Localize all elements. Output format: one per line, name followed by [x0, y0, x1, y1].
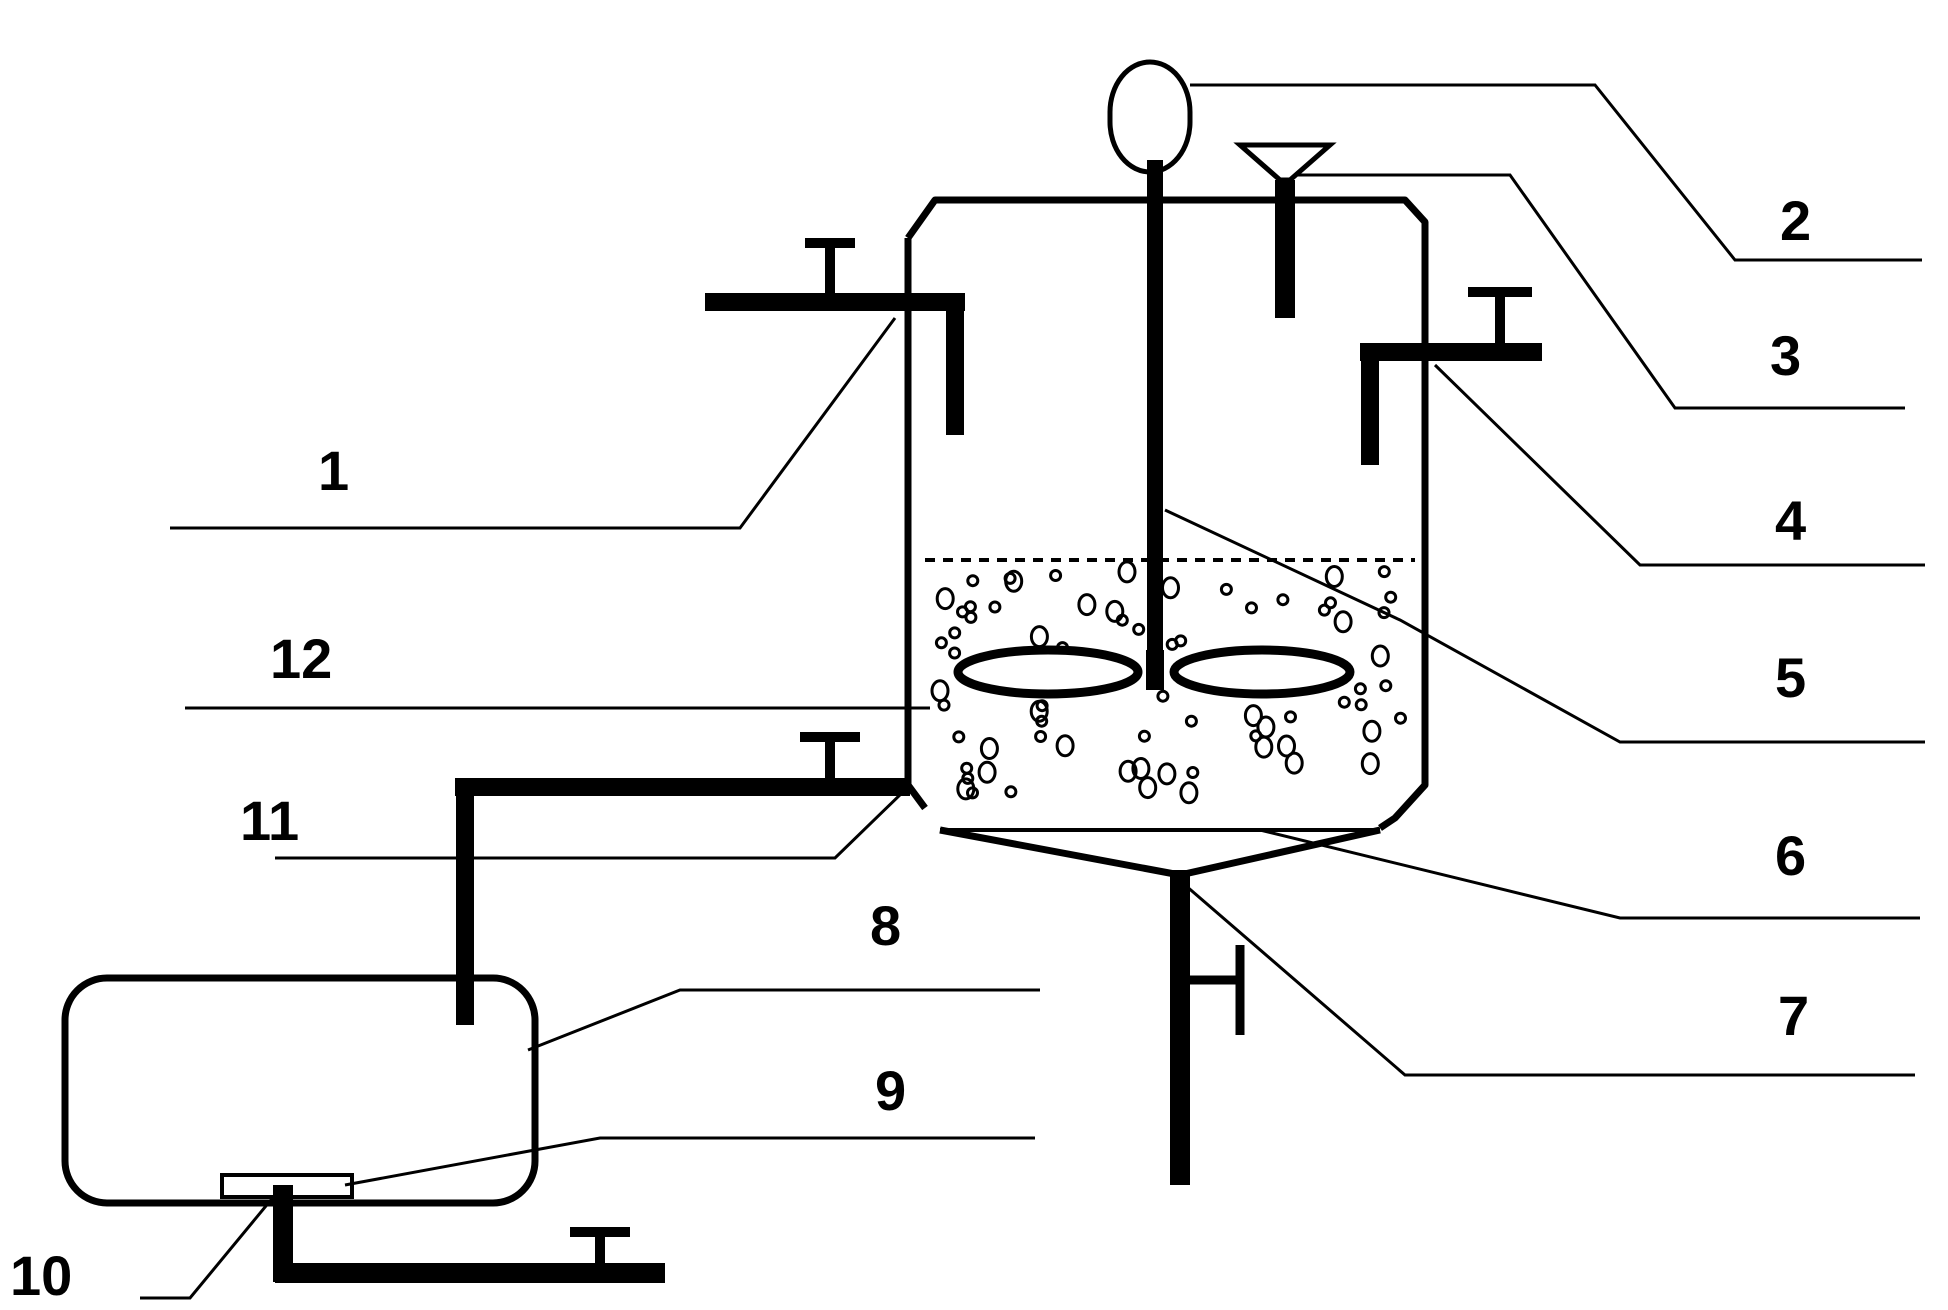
bubble [1277, 734, 1296, 758]
bubble [1161, 576, 1180, 600]
bubble [1219, 582, 1233, 596]
bubble [1118, 759, 1138, 783]
bubble [937, 698, 951, 712]
bubble [964, 610, 978, 624]
bubble [1284, 710, 1297, 724]
label-1: 1 [318, 439, 349, 502]
bubble [1362, 719, 1382, 743]
bubble [1337, 695, 1351, 709]
bubble [948, 626, 962, 640]
label-6: 6 [1775, 824, 1806, 887]
impeller-blade-left [953, 645, 1143, 699]
bubble [952, 730, 966, 744]
bubble [1034, 730, 1048, 743]
bubble [988, 600, 1002, 614]
bubble [934, 636, 948, 650]
bubble [1117, 560, 1137, 584]
bubble [1254, 735, 1274, 759]
bubble [1077, 593, 1097, 617]
label-8: 8 [870, 894, 901, 957]
left-inlet-pipe [705, 238, 965, 435]
bubble [1324, 565, 1344, 588]
bubble [1354, 698, 1368, 712]
bubble [1029, 699, 1049, 723]
label-9: 9 [875, 1059, 906, 1122]
bubble [963, 600, 977, 614]
label-12: 12 [270, 627, 332, 690]
label-11: 11 [240, 789, 299, 852]
bubble [935, 587, 955, 611]
bubble [1105, 599, 1125, 623]
bubble [1256, 715, 1276, 739]
bubble [1138, 776, 1158, 800]
bubble [1156, 689, 1170, 703]
bubble [966, 574, 980, 588]
bubble [1003, 571, 1017, 585]
label-4: 4 [1775, 489, 1806, 552]
bubble [979, 737, 999, 760]
receiving-tank [61, 974, 665, 1283]
label-5: 5 [1775, 646, 1806, 709]
bubble [1243, 704, 1263, 728]
reactor-vessel [904, 196, 1429, 879]
bubble [1379, 679, 1393, 693]
label-3: 3 [1770, 324, 1801, 387]
motor-icon [1107, 59, 1193, 175]
bubble [1360, 752, 1380, 776]
label-10: 10 [10, 1244, 72, 1307]
bubble [930, 679, 950, 703]
impeller-blade-right [1169, 645, 1355, 699]
leader-lines [140, 83, 1925, 1300]
bubble [956, 777, 976, 801]
bubble [1353, 682, 1367, 696]
bubble [1165, 637, 1179, 651]
agitator [953, 59, 1355, 699]
bubble [1131, 757, 1151, 780]
bubble [1284, 751, 1304, 775]
right-inlet-pipe [1360, 287, 1542, 465]
bubble [1157, 762, 1177, 786]
bubble [1370, 644, 1390, 668]
bottom-outlet-pipe [1170, 870, 1245, 1185]
part-labels: 1 2 3 4 5 6 7 8 9 10 11 12 [10, 189, 1811, 1307]
bubble [1317, 603, 1331, 617]
bubble [1132, 622, 1146, 636]
bubble [1186, 766, 1200, 779]
bubble [1115, 613, 1129, 627]
bubble [1394, 711, 1407, 725]
bubble [1384, 590, 1398, 604]
transfer-pipe [455, 732, 910, 1025]
feed-funnel [1233, 142, 1337, 318]
bubble [1324, 596, 1337, 610]
label-2: 2 [1780, 189, 1811, 252]
bubble [1179, 781, 1199, 805]
bubble [1377, 565, 1391, 579]
bubble [1245, 601, 1258, 615]
bubble [1137, 729, 1151, 743]
bubble [1377, 606, 1391, 620]
bubble [960, 761, 974, 775]
bubble [948, 646, 962, 660]
bubble [1029, 625, 1049, 649]
bubble-field [930, 560, 1407, 805]
bubble [1184, 714, 1198, 728]
label-7: 7 [1778, 984, 1809, 1047]
bubble [1004, 785, 1018, 799]
bubble [1049, 569, 1063, 582]
bubble [1055, 734, 1075, 758]
bubble [977, 760, 997, 784]
bubble [1276, 593, 1290, 607]
bubble [1333, 610, 1353, 634]
